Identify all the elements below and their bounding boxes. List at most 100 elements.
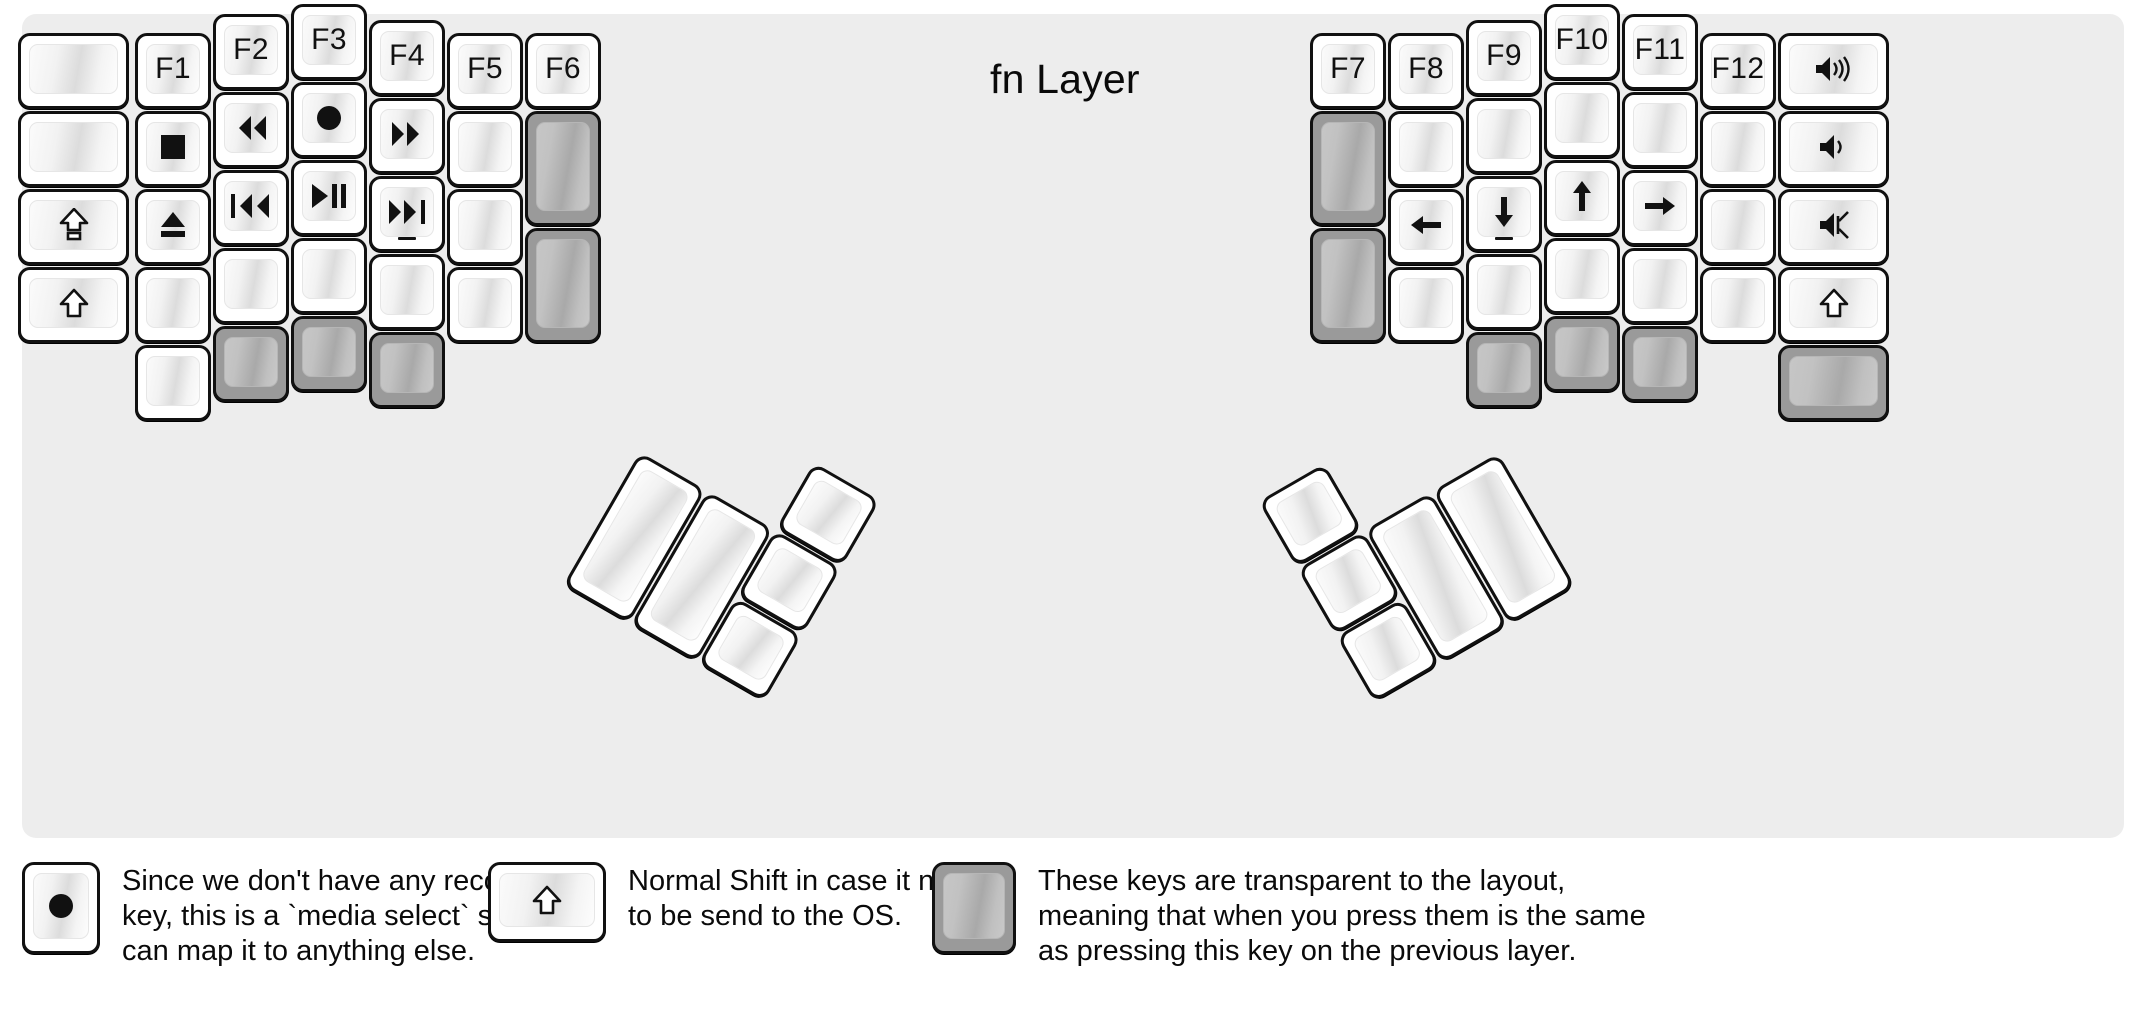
key-trns-9[interactable] [1544, 316, 1620, 392]
key-volume-up[interactable] [1778, 33, 1889, 109]
key-trns-7[interactable] [1310, 228, 1386, 343]
keycap-surface [302, 171, 356, 221]
key-media-next[interactable] [369, 176, 445, 252]
key-blank-8[interactable] [447, 111, 523, 187]
key-blank-14[interactable] [1466, 254, 1542, 330]
keycap-surface: F2 [224, 25, 278, 75]
key-trns-1[interactable] [213, 326, 289, 402]
key-f4[interactable]: F4 [369, 20, 445, 96]
keycap-surface [224, 337, 278, 387]
keycap-surface [1477, 109, 1531, 159]
key-blank-15[interactable] [1544, 82, 1620, 158]
keycap-surface [1555, 171, 1609, 221]
key-blank-20[interactable] [1700, 189, 1776, 265]
key-f11[interactable]: F11 [1622, 14, 1698, 90]
key-blank-1[interactable] [18, 33, 129, 109]
shift-icon [532, 885, 562, 916]
key-blank-16[interactable] [1544, 238, 1620, 314]
keycap-surface [302, 327, 356, 377]
key-f9[interactable]: F9 [1466, 20, 1542, 96]
key-f8[interactable]: F8 [1388, 33, 1464, 109]
key-media-fastforward[interactable] [369, 98, 445, 174]
arrow-up-icon [1568, 179, 1596, 213]
key-blank-17[interactable] [1622, 92, 1698, 168]
key-volume-down[interactable] [1778, 111, 1889, 187]
key-blank-7[interactable] [369, 254, 445, 330]
keycap-surface: F7 [1321, 44, 1375, 94]
legend-transparent-key[interactable] [932, 862, 1016, 954]
key-legend-text: F7 [1330, 52, 1366, 85]
key-media-rewind[interactable] [213, 92, 289, 168]
key-f10[interactable]: F10 [1544, 4, 1620, 80]
key-arrow-left[interactable] [1388, 189, 1464, 265]
key-media-record[interactable] [291, 82, 367, 158]
legend-shift-key[interactable] [488, 862, 606, 942]
key-f7[interactable]: F7 [1310, 33, 1386, 109]
key-blank-19[interactable] [1700, 111, 1776, 187]
keycap-surface [536, 122, 590, 211]
key-trns-10[interactable] [1622, 326, 1698, 402]
keycap-surface [302, 249, 356, 299]
key-f1[interactable]: F1 [135, 33, 211, 109]
keycap-surface [536, 239, 590, 328]
key-media-stop[interactable] [135, 111, 211, 187]
key-trns-2[interactable] [291, 316, 367, 392]
key-trns-3[interactable] [369, 332, 445, 408]
key-blank-9[interactable] [447, 189, 523, 265]
key-f3[interactable]: F3 [291, 4, 367, 80]
key-f12[interactable]: F12 [1700, 33, 1776, 109]
key-arrow-right[interactable] [1622, 170, 1698, 246]
key-trns-11[interactable] [1778, 345, 1889, 421]
volume-up-icon [1814, 54, 1854, 84]
legend-shift-text: Normal Shift in case it needs to be send… [628, 865, 997, 933]
key-shift[interactable] [18, 267, 129, 343]
keycap-surface: F12 [1711, 44, 1765, 94]
keycap-surface [715, 612, 787, 683]
key-media-eject[interactable] [135, 189, 211, 265]
key-blank-10[interactable] [447, 267, 523, 343]
key-f5[interactable]: F5 [447, 33, 523, 109]
key-blank-5[interactable] [213, 248, 289, 324]
key-blank-3[interactable] [135, 267, 211, 343]
shift-lock-icon [59, 208, 89, 242]
key-blank-6[interactable] [291, 238, 367, 314]
keycap-surface [754, 545, 826, 616]
key-volume-mute[interactable] [1778, 189, 1889, 265]
key-legend-text: F5 [467, 52, 503, 85]
keycap-surface: F5 [458, 44, 512, 94]
legend-transparent-text: These keys are transparent to the layout… [1038, 865, 1646, 968]
key-trns-6[interactable] [1310, 111, 1386, 226]
key-legend-text: F2 [233, 33, 269, 66]
key-shift-r[interactable] [1778, 267, 1889, 343]
media-next-icon [387, 198, 427, 226]
key-blank-11[interactable] [1388, 111, 1464, 187]
keycap-surface [380, 187, 434, 237]
key-media-prev[interactable] [213, 170, 289, 246]
shift-icon [1819, 288, 1849, 319]
key-blank-2[interactable] [18, 111, 129, 187]
keycap-surface [1321, 122, 1375, 211]
key-caps-shift[interactable] [18, 189, 129, 265]
legend-record-key[interactable] [22, 862, 100, 954]
keycap-surface [458, 122, 512, 172]
key-blank-18[interactable] [1622, 248, 1698, 324]
key-arrow-down[interactable] [1466, 176, 1542, 252]
key-blank-12[interactable] [1388, 267, 1464, 343]
key-f6[interactable]: F6 [525, 33, 601, 109]
keycap-surface [302, 93, 356, 143]
keycap-surface [1555, 249, 1609, 299]
keycap-surface [1312, 546, 1385, 617]
key-trns-8[interactable] [1466, 332, 1542, 408]
key-media-playpause[interactable] [291, 160, 367, 236]
key-blank-4[interactable] [135, 345, 211, 421]
key-blank-13[interactable] [1466, 98, 1542, 174]
key-blank-21[interactable] [1700, 267, 1776, 343]
media-fastforward-icon [388, 120, 426, 148]
key-trns-5[interactable] [525, 228, 601, 343]
key-f2[interactable]: F2 [213, 14, 289, 90]
key-arrow-up[interactable] [1544, 160, 1620, 236]
arrow-down-icon [1490, 195, 1518, 229]
keycap-surface [1633, 103, 1687, 153]
key-trns-4[interactable] [525, 111, 601, 226]
homing-bar [398, 237, 416, 240]
